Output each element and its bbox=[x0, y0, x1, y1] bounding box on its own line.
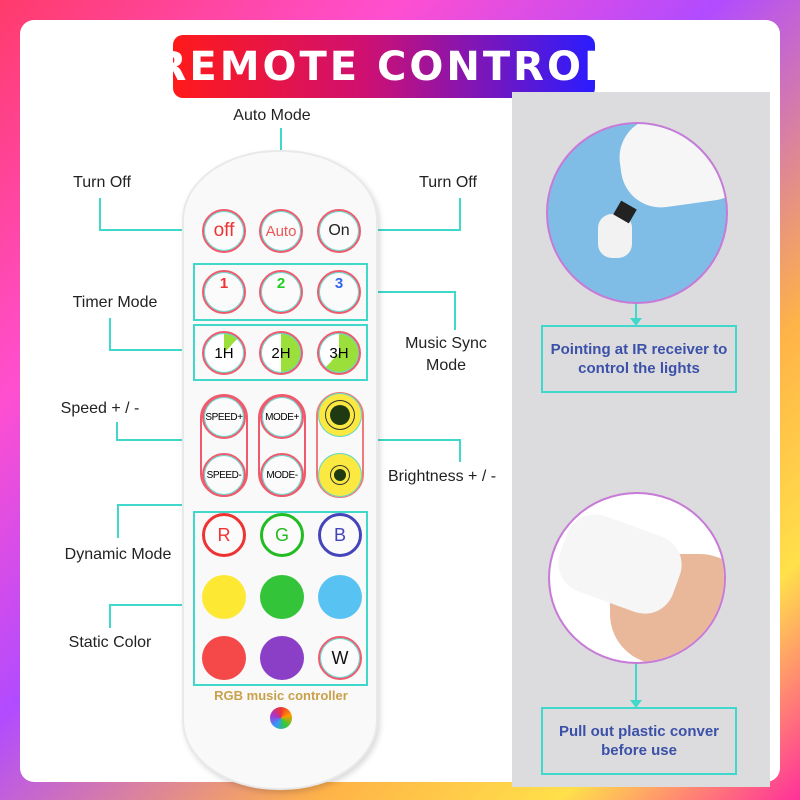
sky-blue-color-button[interactable] bbox=[318, 575, 362, 619]
plastic-info-box: Pull out plastic conver before use bbox=[541, 707, 737, 775]
label-turn-off-right: Turn Off bbox=[419, 174, 477, 191]
brand-logo-icon bbox=[270, 707, 292, 729]
music-mode-1-button[interactable]: 1 bbox=[202, 270, 246, 314]
yellow-color-button[interactable] bbox=[202, 575, 246, 619]
music-mode-2-button[interactable]: 2 bbox=[259, 270, 303, 314]
music-sync-group bbox=[193, 263, 368, 321]
off-button[interactable]: off bbox=[202, 209, 246, 253]
plastic-tab-photo bbox=[548, 492, 726, 664]
auto-button[interactable]: Auto bbox=[259, 209, 303, 253]
sun-large-icon bbox=[330, 405, 350, 425]
purple-color-button[interactable] bbox=[260, 636, 304, 680]
brand-text: RGB music controller bbox=[214, 688, 348, 703]
ir-receiver-photo bbox=[546, 122, 728, 304]
music-mode-3-button[interactable]: 3 bbox=[317, 270, 361, 314]
red-button[interactable]: R bbox=[202, 513, 246, 557]
label-static-color: Static Color bbox=[68, 634, 152, 651]
red-solid-color-button[interactable] bbox=[202, 636, 246, 680]
mode-minus-button[interactable]: MODE- bbox=[260, 453, 304, 497]
brightness-down-button[interactable] bbox=[318, 453, 362, 497]
blue-button[interactable]: B bbox=[318, 513, 362, 557]
speed-plus-button[interactable]: SPEED+ bbox=[202, 395, 246, 439]
label-timer-mode: Timer Mode bbox=[72, 294, 158, 311]
timer-3h-button[interactable]: 3H bbox=[317, 331, 361, 375]
label-brightness: Brightness + / - bbox=[388, 468, 497, 485]
timer-2h-button[interactable]: 2H bbox=[259, 331, 303, 375]
label-music-sync-mode: Music Sync Mode bbox=[405, 335, 487, 374]
timer-group bbox=[193, 324, 368, 381]
label-speed: Speed + / - bbox=[60, 400, 140, 417]
on-button[interactable]: On bbox=[317, 209, 361, 253]
green-solid-color-button[interactable] bbox=[260, 575, 304, 619]
white-button[interactable]: W bbox=[318, 636, 362, 680]
brightness-up-button[interactable] bbox=[318, 393, 362, 437]
label-auto-mode: Auto Mode bbox=[233, 107, 311, 124]
label-dynamic-mode: Dynamic Mode bbox=[64, 546, 172, 563]
green-button[interactable]: G bbox=[260, 513, 304, 557]
page-title: REMOTE CONTROL bbox=[156, 35, 609, 98]
timer-1h-button[interactable]: 1H bbox=[202, 331, 246, 375]
color-group bbox=[193, 511, 368, 686]
speed-minus-button[interactable]: SPEED- bbox=[202, 453, 246, 497]
mode-plus-button[interactable]: MODE+ bbox=[260, 395, 304, 439]
ir-info-box: Pointing at IR receiver to control the l… bbox=[541, 325, 737, 393]
label-turn-off-left: Turn Off bbox=[73, 174, 131, 191]
sun-small-icon bbox=[334, 469, 346, 481]
